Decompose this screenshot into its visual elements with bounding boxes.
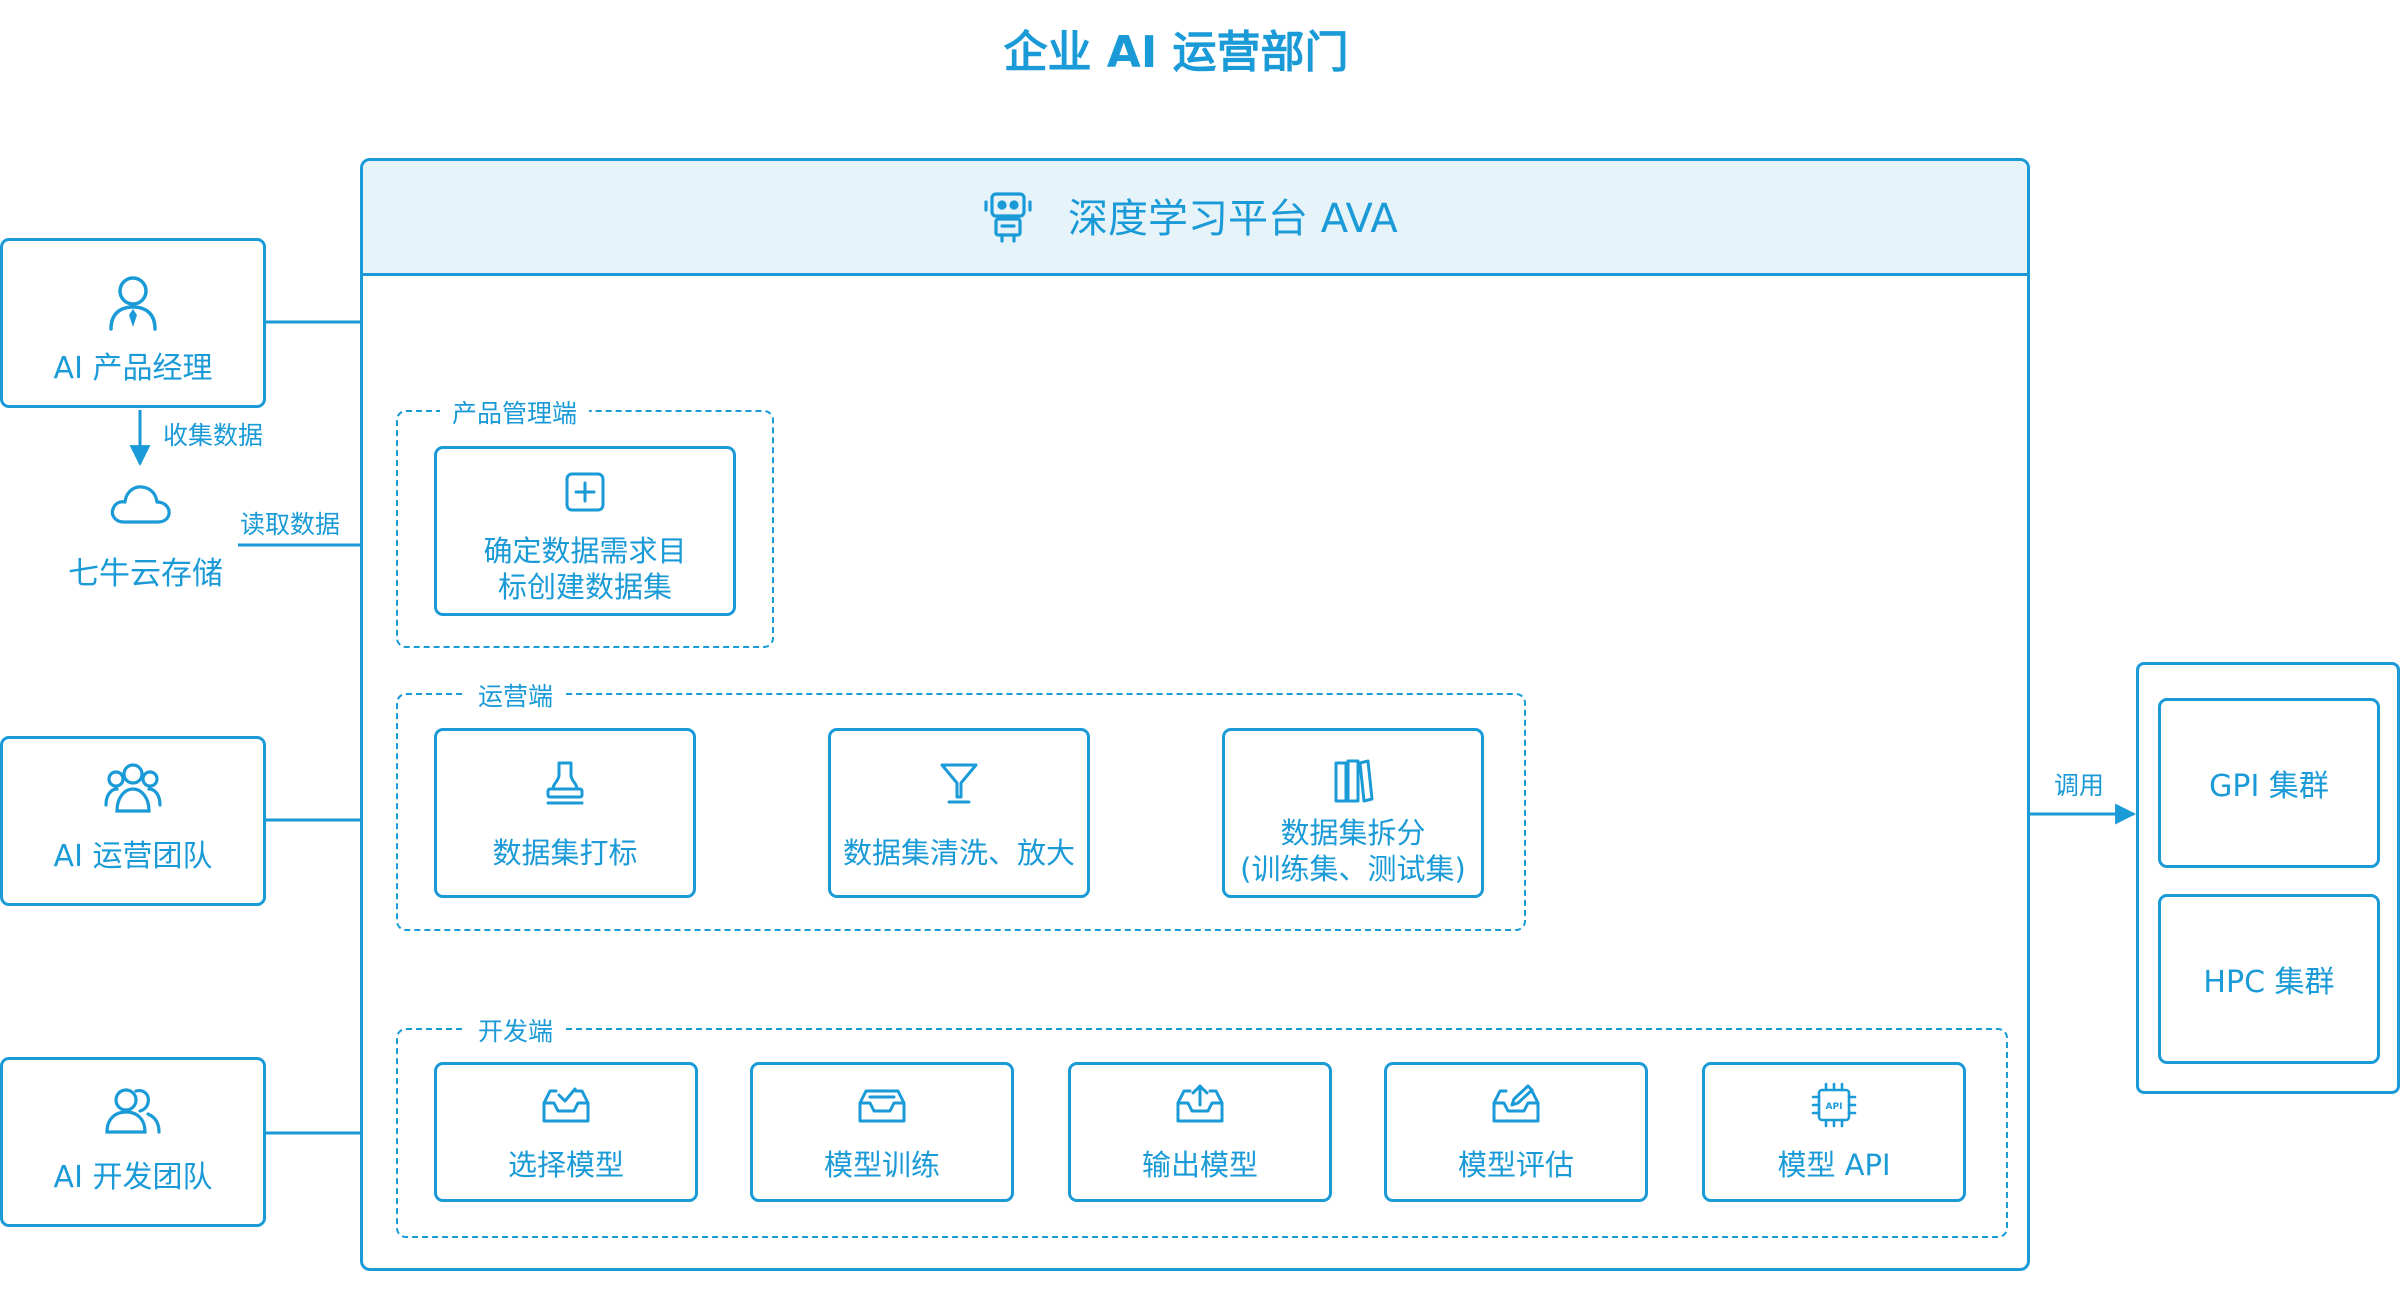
- inbox-stack-icon: [858, 1089, 906, 1123]
- actor-ops[interactable]: AI 运营团队: [0, 736, 266, 906]
- node-split-dataset[interactable]: 数据集拆分 (训练集、测试集): [1222, 728, 1484, 898]
- actor-dev-label: AI 开发团队: [53, 1160, 213, 1195]
- node-split-dataset-line2: (训练集、测试集): [1240, 852, 1466, 886]
- node-model-api-label: 模型 API: [1777, 1148, 1891, 1182]
- edge-label-invoke: 调用: [2054, 771, 2105, 800]
- node-select-model-label: 选择模型: [507, 1148, 624, 1182]
- inbox-upload-icon: [1176, 1084, 1224, 1123]
- storage-label: 七牛云存储: [68, 556, 223, 592]
- node-output-model-label: 输出模型: [1141, 1148, 1258, 1182]
- cluster-hpc[interactable]: HPC 集群: [2158, 894, 2380, 1064]
- node-create-dataset-line1: 确定数据需求目: [483, 534, 687, 568]
- diagram-title: 企业 AI 运营部门: [1003, 27, 1349, 78]
- platform-title: 深度学习平台 AVA: [1068, 196, 1398, 242]
- stamp-icon: [546, 761, 584, 805]
- platform-header: [363, 161, 2027, 276]
- node-clean-dataset-label: 数据集清洗、放大: [842, 836, 1075, 870]
- svg-text:API: API: [1826, 1102, 1843, 1112]
- node-label-dataset[interactable]: 数据集打标: [434, 728, 696, 898]
- group-product-label: 产品管理端: [440, 394, 590, 430]
- api-chip-icon: API: [1811, 1082, 1857, 1128]
- team-icon: [104, 763, 162, 813]
- plus-square-icon: [565, 472, 605, 512]
- robot-icon: [984, 192, 1032, 243]
- cloud-icon: [110, 485, 171, 524]
- cluster-gpi[interactable]: GPI 集群: [2158, 698, 2380, 868]
- users-icon: [105, 1088, 161, 1134]
- actor-ops-label: AI 运营团队: [53, 839, 213, 874]
- group-operations-label: 运营端: [466, 677, 566, 713]
- inbox-edit-icon: [1492, 1084, 1540, 1123]
- actor-pm-label: AI 产品经理: [53, 351, 213, 386]
- node-split-dataset-line1: 数据集拆分: [1280, 816, 1426, 850]
- edge-label-collect: 收集数据: [163, 421, 264, 450]
- group-product: 产品管理端: [396, 394, 774, 648]
- node-model-api[interactable]: API 模型 API: [1702, 1062, 1966, 1202]
- node-create-dataset[interactable]: 确定数据需求目 标创建数据集: [434, 446, 736, 616]
- edge-label-read: 读取数据: [240, 510, 341, 539]
- node-train-model-label: 模型训练: [823, 1148, 940, 1182]
- cluster-hpc-label: HPC 集群: [2203, 965, 2335, 1000]
- user-tie-icon: [109, 276, 157, 331]
- funnel-icon: [940, 763, 978, 804]
- inbox-check-icon: [542, 1087, 590, 1123]
- group-development: 开发端: [396, 1012, 2008, 1238]
- node-train-model[interactable]: 模型训练: [750, 1062, 1014, 1202]
- node-create-dataset-line2: 标创建数据集: [497, 570, 672, 604]
- cluster-gpi-label: GPI 集群: [2209, 769, 2329, 804]
- actor-pm[interactable]: AI 产品经理: [0, 238, 266, 408]
- cluster-container: [2136, 662, 2400, 1094]
- node-evaluate-model-label: 模型评估: [1457, 1148, 1574, 1182]
- node-evaluate-model[interactable]: 模型评估: [1384, 1062, 1648, 1202]
- group-development-label: 开发端: [466, 1012, 566, 1048]
- actor-dev[interactable]: AI 开发团队: [0, 1057, 266, 1227]
- node-clean-dataset[interactable]: 数据集清洗、放大: [828, 728, 1090, 898]
- group-operations: 运营端: [396, 677, 1526, 931]
- books-icon: [1334, 759, 1374, 803]
- node-select-model[interactable]: 选择模型: [434, 1062, 698, 1202]
- node-label-dataset-label: 数据集打标: [492, 836, 638, 870]
- node-output-model[interactable]: 输出模型: [1068, 1062, 1332, 1202]
